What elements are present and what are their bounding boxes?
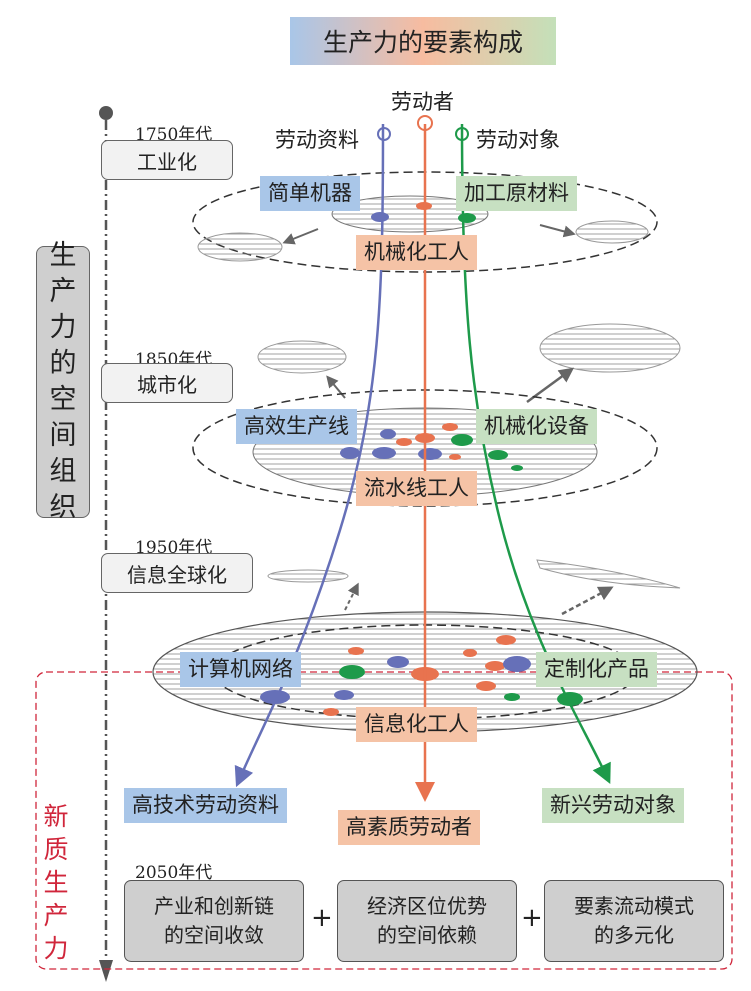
stage2-object-label: 机械化设备 [476, 409, 597, 444]
new-productivity-label: 新质生产力 [43, 802, 69, 963]
side-title-box: 生产力的空间组织 [36, 240, 90, 523]
means-legend-label: 劳动资料 [275, 128, 359, 152]
stage3-right-arrow [561, 586, 614, 616]
stage2-labor-label: 流水线工人 [356, 471, 477, 506]
stage1-dot-blue [371, 212, 389, 222]
stage2-right-satellite [539, 323, 681, 373]
stage3-left-arrow [344, 582, 359, 611]
stage1-name: 工业化 [101, 140, 233, 180]
stage1-left-satellite [197, 232, 283, 262]
laborer-legend-icon [417, 115, 433, 131]
stage1-inner-ellipse [331, 195, 489, 233]
object-legend-icon [455, 127, 469, 141]
timeline-arrowhead [99, 960, 113, 982]
new-productivity-region [35, 671, 733, 970]
means-legend-icon [377, 127, 391, 141]
stage1-labor-label: 机械化工人 [356, 235, 477, 270]
stage1-means-label: 简单机器 [260, 176, 360, 211]
stage2-name: 城市化 [101, 363, 233, 403]
stage2-right-arrow [526, 367, 575, 404]
outcome-means-label: 高技术劳动资料 [124, 788, 287, 823]
future-year: 2050年代 [135, 863, 213, 883]
stage1-dot-green [458, 213, 476, 223]
diagram-title: 生产力的要素构成 [290, 17, 556, 65]
outcome-object-label: 新兴劳动对象 [542, 788, 684, 823]
stage3-object-label: 定制化产品 [536, 652, 657, 687]
stage2-left-satellite [257, 340, 347, 374]
stage3-element-dots [260, 635, 583, 716]
future-box-2: 经济区位优势的空间依赖 [337, 880, 517, 962]
stage1-right-arrow [539, 224, 576, 238]
stage3-left-satellite [267, 569, 349, 583]
object-legend-label: 劳动对象 [476, 128, 560, 152]
future-box-3: 要素流动模式的多元化 [544, 880, 724, 962]
stage2-means-label: 高效生产线 [236, 409, 357, 444]
stage3-right-satellite [536, 559, 681, 589]
future-box-1: 产业和创新链的空间收敛 [124, 880, 304, 962]
stage1-left-arrow [282, 228, 319, 245]
timeline-start-dot [99, 106, 113, 120]
stage3-name: 信息全球化 [101, 553, 253, 593]
outcome-labor-label: 高素质劳动者 [338, 810, 480, 845]
stage3-means-label: 计算机网络 [180, 652, 301, 687]
stage2-left-arrow [326, 375, 346, 399]
plus-sign-1: + [311, 903, 333, 933]
stage3-labor-label: 信息化工人 [356, 707, 477, 742]
plus-sign-2: + [521, 903, 543, 933]
stage1-right-satellite [575, 220, 649, 244]
stage1-object-label: 加工原材料 [456, 176, 577, 211]
laborer-legend-label: 劳动者 [391, 90, 454, 114]
